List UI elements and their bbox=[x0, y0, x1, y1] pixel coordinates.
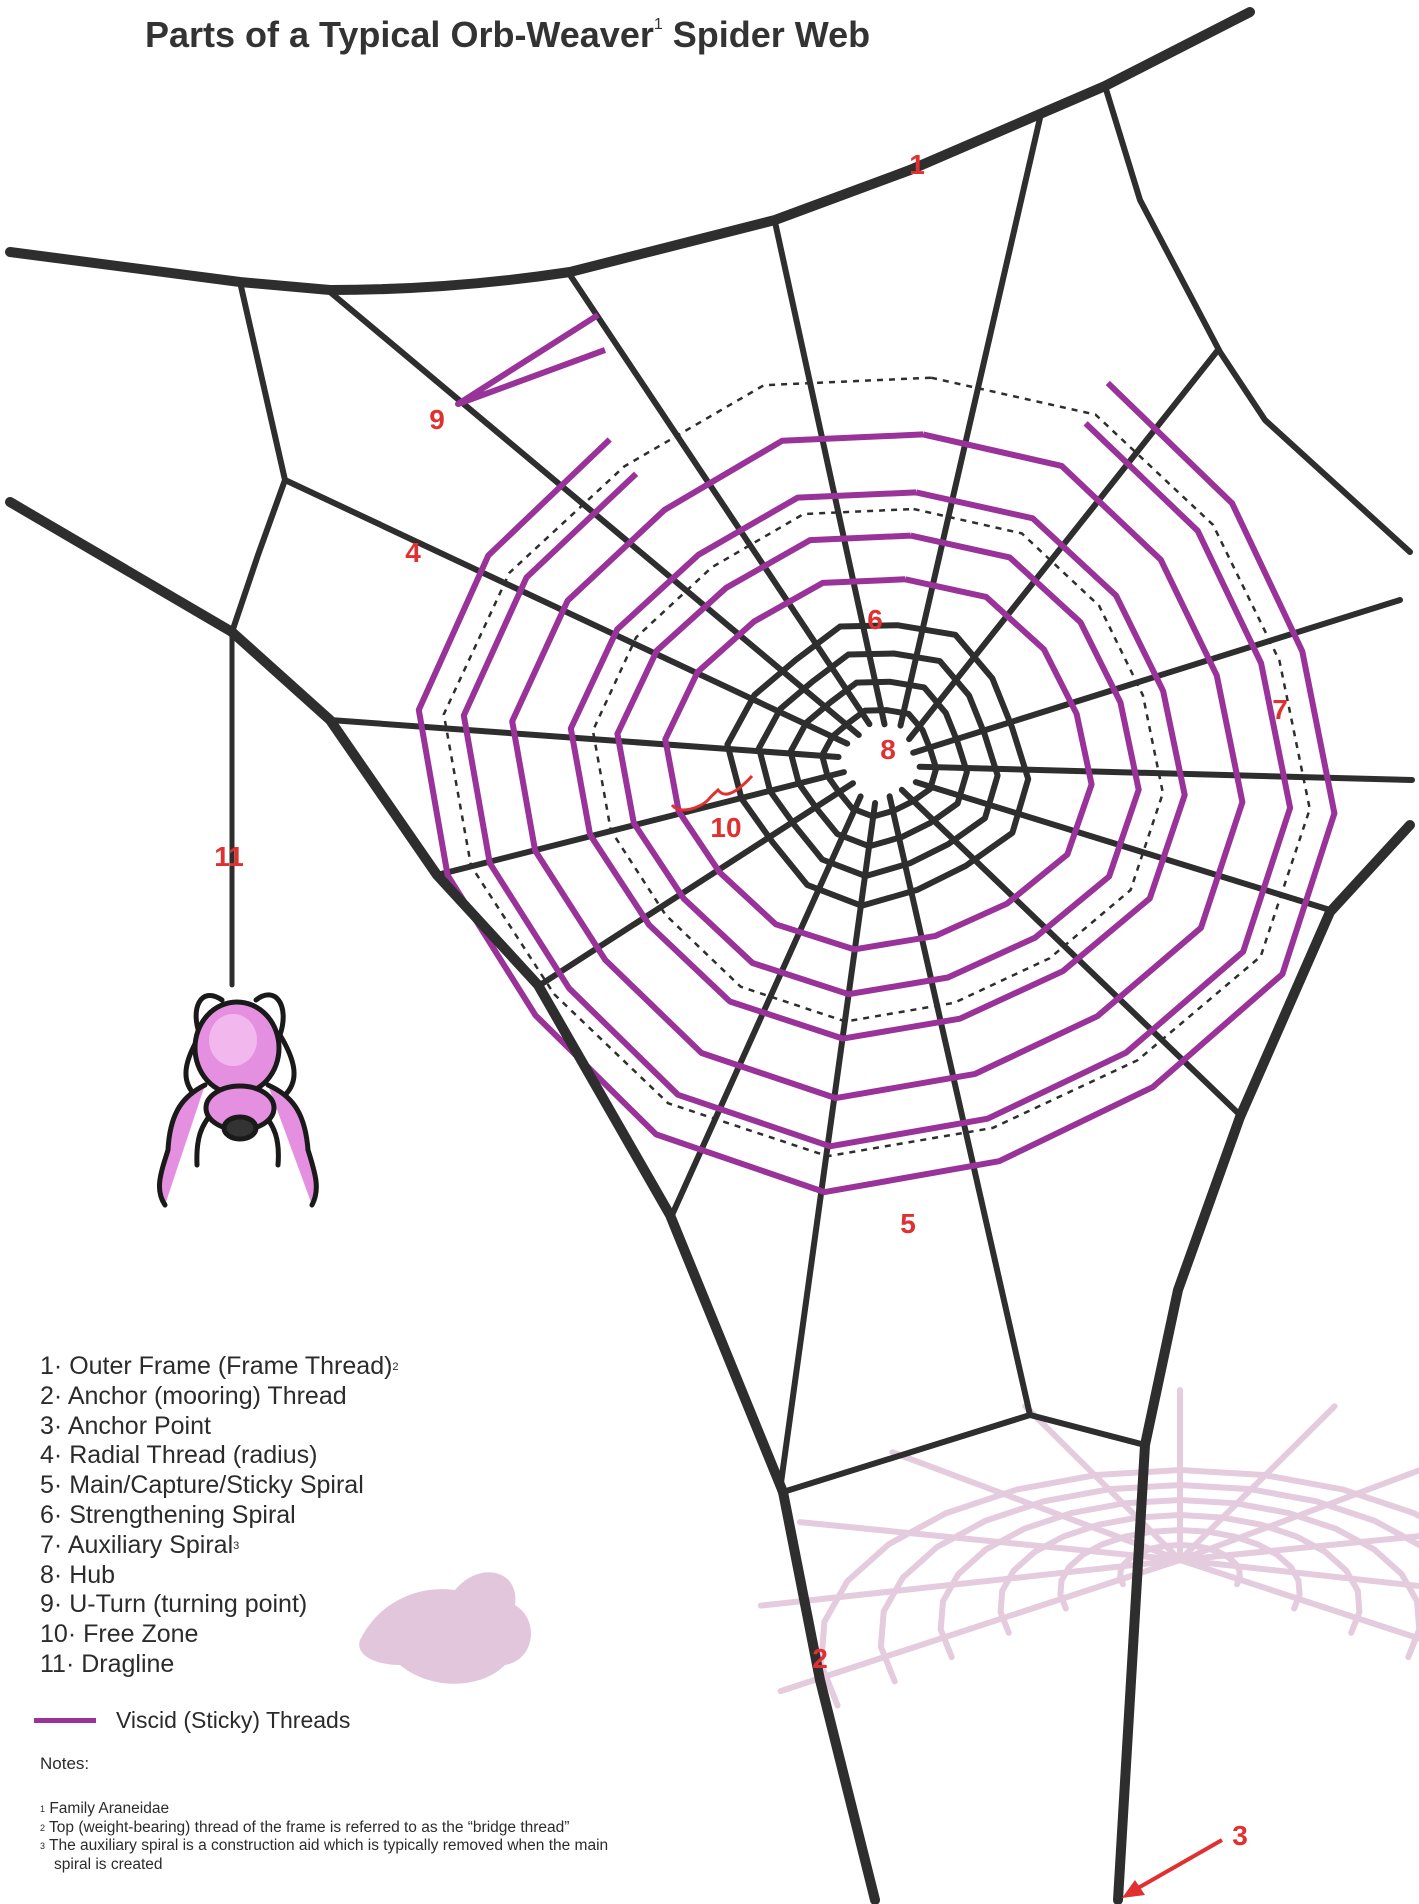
label-frame: 1 bbox=[909, 149, 925, 180]
footnote-text: spiral is created bbox=[54, 1856, 163, 1873]
footnote-line: 2 Top (weight-bearing) thread of the fra… bbox=[40, 1819, 608, 1838]
footnote-mark: 3 bbox=[40, 1841, 45, 1851]
footnote-mark: 2 bbox=[40, 1823, 45, 1833]
legend-text: Main/Capture/Sticky Spiral bbox=[69, 1471, 364, 1499]
legend-number: 8 bbox=[40, 1561, 54, 1589]
radial-thread bbox=[775, 222, 885, 724]
anchor-thread bbox=[783, 1492, 875, 1900]
label-anchor-thread: 2 bbox=[812, 1643, 828, 1674]
legend-text: Anchor Point bbox=[68, 1412, 211, 1440]
legend-item: 4· Radial Thread (radius) bbox=[40, 1441, 399, 1471]
legend-text: Strengthening Spiral bbox=[69, 1501, 296, 1529]
legend-number: 11 bbox=[40, 1650, 66, 1678]
legend-number: 7 bbox=[40, 1531, 54, 1559]
legend-item: 1· Outer Frame (Frame Thread)2 bbox=[40, 1352, 399, 1382]
legend-text: U-Turn (turning point) bbox=[69, 1590, 307, 1618]
footnote-text: Top (weight-bearing) thread of the frame… bbox=[49, 1819, 569, 1836]
shadow-web-radial bbox=[1180, 1452, 1419, 1560]
legend-number: 5 bbox=[40, 1471, 54, 1499]
legend-text: Free Zone bbox=[83, 1620, 198, 1648]
legend-text: Radial Thread (radius) bbox=[69, 1441, 317, 1469]
notes-heading: Notes: bbox=[40, 1754, 89, 1774]
anchor-point-arrow bbox=[1122, 1840, 1222, 1898]
legend-text: Anchor (mooring) Thread bbox=[68, 1382, 347, 1410]
footnote-line: 3 The auxiliary spiral is a construction… bbox=[40, 1837, 608, 1856]
label-free-zone: 10 bbox=[710, 812, 741, 843]
legend-item: 9· U-Turn (turning point) bbox=[40, 1590, 399, 1620]
legend-item: 2· Anchor (mooring) Thread bbox=[40, 1382, 399, 1412]
sticky-spiral-turn bbox=[464, 423, 1290, 1146]
legend-item: 5· Main/Capture/Sticky Spiral bbox=[40, 1471, 399, 1501]
radial-thread bbox=[901, 118, 1041, 726]
label-strengthening-spiral: 6 bbox=[867, 604, 883, 635]
footnote-line: spiral is created bbox=[40, 1856, 608, 1875]
left-anchor bbox=[10, 502, 232, 632]
label-anchor-point: 3 bbox=[1232, 1820, 1248, 1851]
legend-number: 3 bbox=[40, 1412, 54, 1440]
label-sticky-spiral: 5 bbox=[900, 1208, 916, 1239]
legend-number: 1 bbox=[40, 1352, 54, 1380]
spider-abdomen-highlight bbox=[209, 1014, 257, 1066]
legend-text: Outer Frame (Frame Thread) bbox=[69, 1352, 392, 1380]
radial-thread bbox=[570, 275, 869, 724]
legend-footnote-mark: 2 bbox=[392, 1361, 398, 1373]
footnote-text: The auxiliary spiral is a construction a… bbox=[49, 1837, 608, 1854]
web-shadow bbox=[761, 1390, 1419, 1706]
legend-item: 10· Free Zone bbox=[40, 1620, 399, 1650]
legend-item: 11· Dragline bbox=[40, 1650, 399, 1680]
legend-item: 6· Strengthening Spiral bbox=[40, 1501, 399, 1531]
legend-text: Dragline bbox=[81, 1650, 174, 1678]
viscid-swatch bbox=[34, 1718, 96, 1723]
label-dragline: 11 bbox=[214, 841, 244, 872]
u-turn-thread bbox=[458, 315, 605, 404]
label-u-turn: 9 bbox=[429, 404, 445, 435]
spider-illustration bbox=[159, 995, 316, 1205]
legend-number: 4 bbox=[40, 1441, 54, 1469]
legend-number: 2 bbox=[40, 1382, 54, 1410]
footnote-line: 1 Family Araneidae bbox=[40, 1800, 608, 1819]
label-radial-thread: 4 bbox=[405, 537, 421, 568]
radial-thread bbox=[916, 782, 1330, 910]
legend-item: 7· Auxiliary Spiral3 bbox=[40, 1531, 399, 1561]
bridge-thread bbox=[10, 12, 1250, 290]
legend-number: 9 bbox=[40, 1590, 54, 1618]
legend-item: 8· Hub bbox=[40, 1561, 399, 1591]
footnote-mark: 1 bbox=[40, 1804, 45, 1814]
legend-number: 6 bbox=[40, 1501, 54, 1529]
legend-text: Hub bbox=[69, 1561, 115, 1589]
strengthening-spiral-turn bbox=[727, 625, 1028, 906]
left-frame bbox=[232, 282, 285, 632]
legend-item: 3· Anchor Point bbox=[40, 1412, 399, 1442]
legend-number: 10 bbox=[40, 1620, 68, 1648]
legend-footnote-mark: 3 bbox=[233, 1540, 239, 1552]
label-hub: 8 bbox=[880, 734, 896, 765]
label-auxiliary-spiral: 7 bbox=[1272, 694, 1288, 725]
viscid-legend-row: Viscid (Sticky) Threads bbox=[34, 1705, 350, 1735]
legend-text: Auxiliary Spiral bbox=[68, 1531, 233, 1559]
spider-head bbox=[224, 1117, 256, 1139]
strengthening-spiral-turn bbox=[822, 710, 936, 816]
viscid-label: Viscid (Sticky) Threads bbox=[116, 1707, 350, 1734]
footnote-text: Family Araneidae bbox=[49, 1800, 169, 1817]
legend: 1· Outer Frame (Frame Thread)22· Anchor … bbox=[40, 1352, 399, 1680]
strengthening-spiral bbox=[727, 625, 1028, 906]
